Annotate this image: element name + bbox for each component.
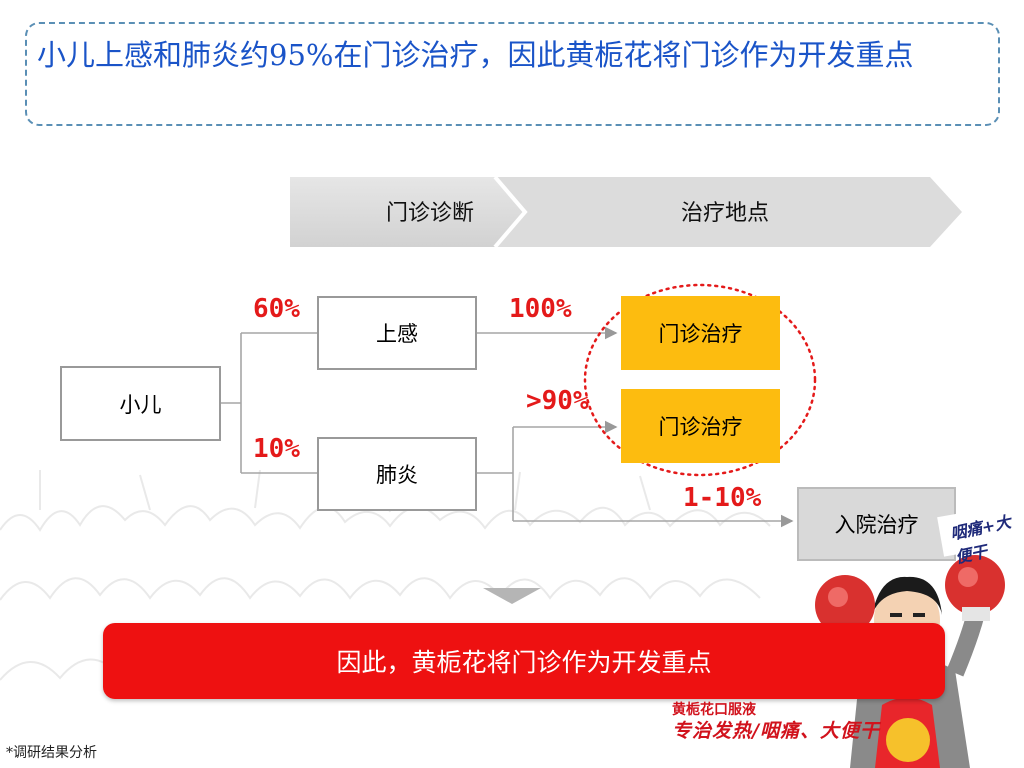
pct-uri-outpatient: 100% (509, 294, 572, 324)
pct-uri-share: 60% (253, 294, 300, 324)
product-slogan: 专治发热/咽痛、大便干 (672, 720, 880, 742)
pct-pneumonia-outpatient: >90% (526, 386, 589, 416)
outpatient-highlight-ring (583, 283, 817, 477)
header-chevron-diagnosis (290, 177, 525, 247)
footnote: *调研结果分析 (6, 745, 97, 761)
header-chevrons (290, 177, 962, 247)
boxing-glove-right (945, 555, 1005, 615)
boxing-glove-left (815, 575, 875, 635)
header-label-location: 治疗地点 (680, 201, 769, 226)
node-child: 小儿 (60, 366, 221, 441)
conclusion-banner: 因此，黄栀花将门诊作为开发重点 (103, 623, 945, 699)
product-name: 黄栀花口服液 (672, 702, 756, 718)
node-outpatient-pneumonia: 门诊治疗 (621, 389, 780, 463)
page-title: 小儿上感和肺炎约95%在门诊治疗，因此黄栀花将门诊作为开发重点 (37, 38, 914, 72)
node-uri: 上感 (317, 296, 477, 370)
header-label-diagnosis: 门诊诊断 (385, 201, 474, 226)
header-chevron-location (495, 177, 962, 247)
node-outpatient-uri: 门诊治疗 (621, 296, 780, 370)
title-box: 小儿上感和肺炎约95%在门诊治疗，因此黄栀花将门诊作为开发重点 (25, 22, 1000, 126)
down-arrow-icon (483, 588, 541, 604)
pct-pneumonia-inpatient: 1-10% (683, 483, 762, 513)
pct-pneumonia-share: 10% (253, 434, 300, 464)
node-pneumonia: 肺炎 (317, 437, 477, 511)
